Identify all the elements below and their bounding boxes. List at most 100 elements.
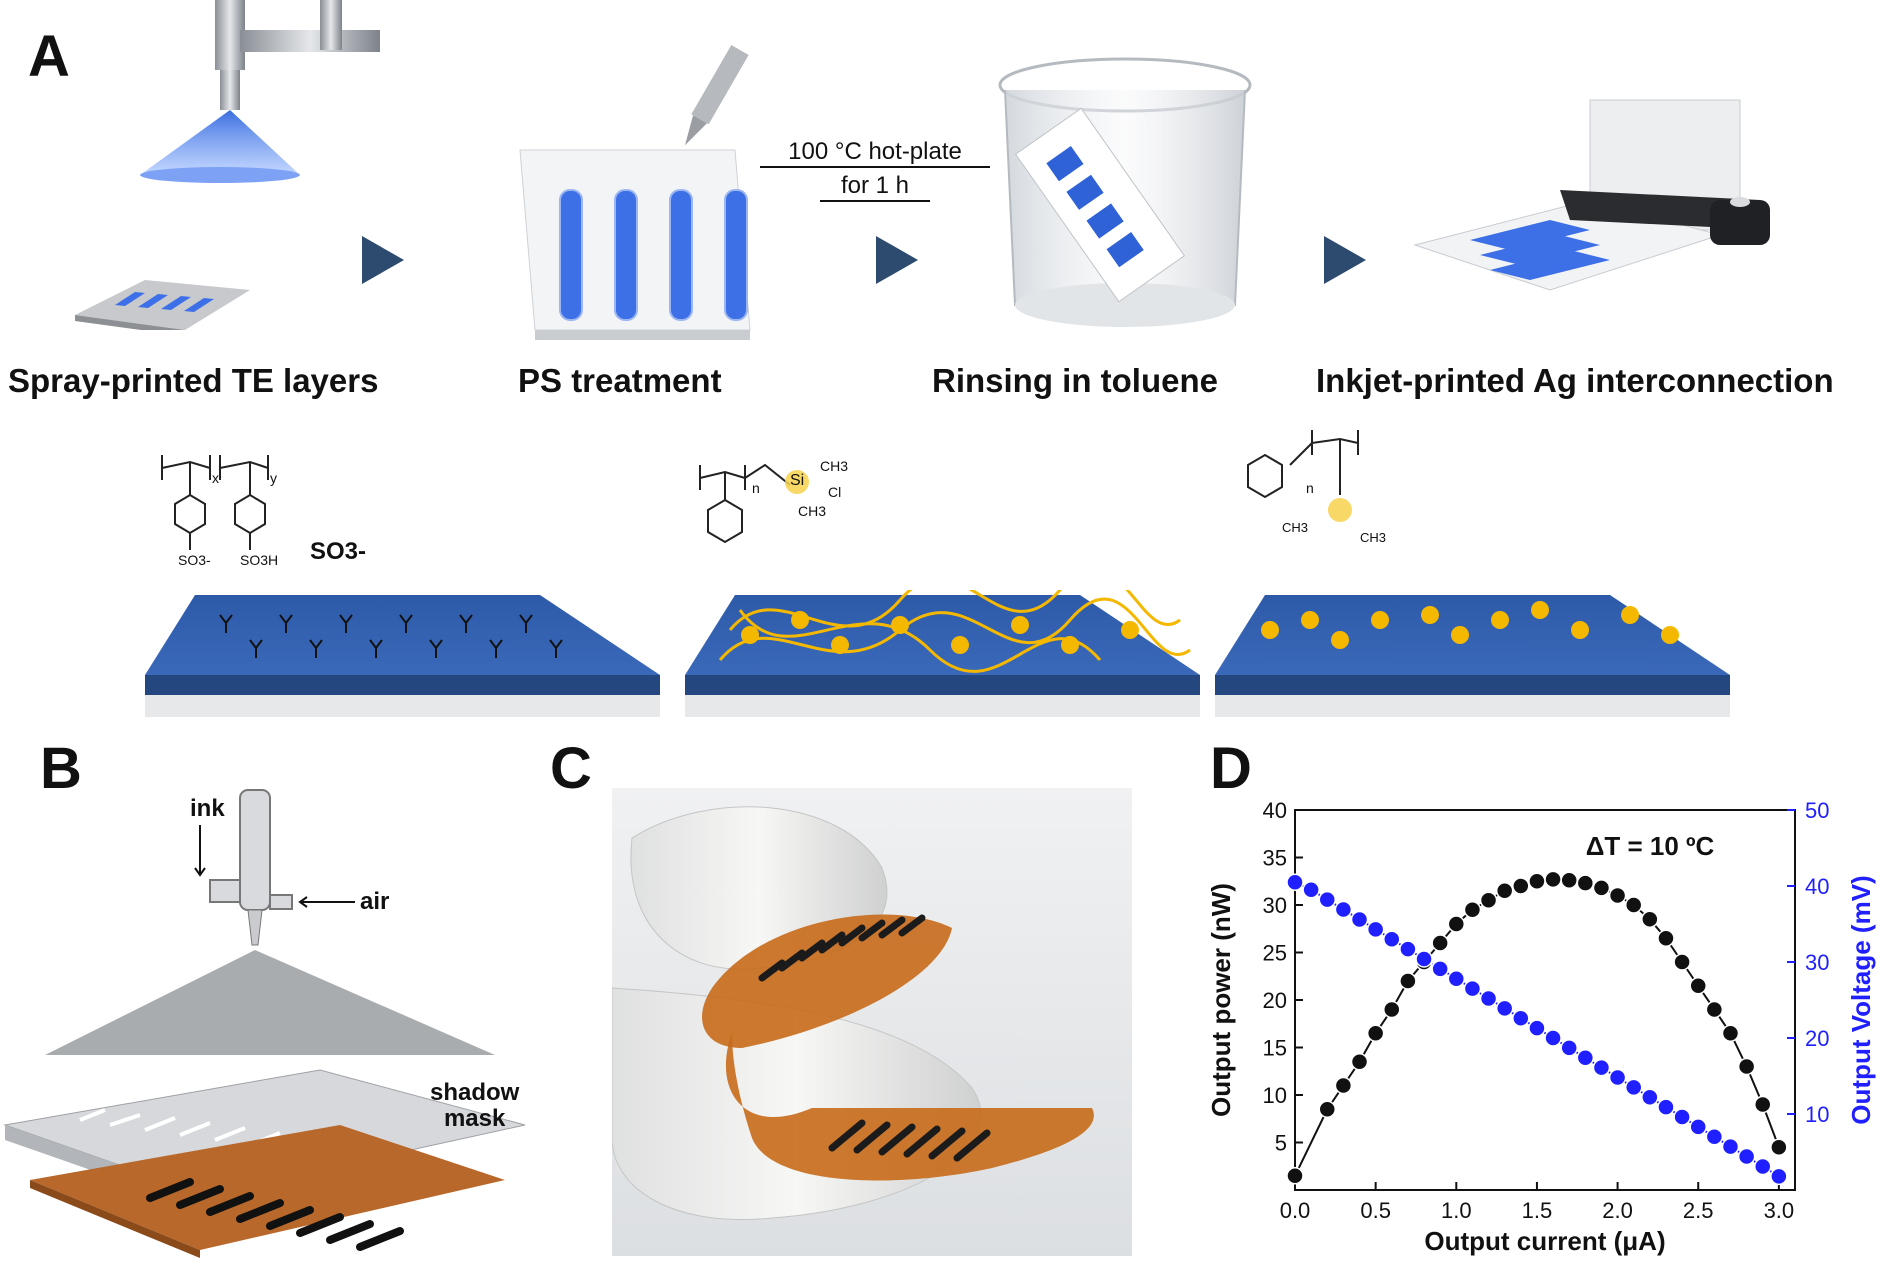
series-0-point	[1721, 1024, 1740, 1042]
toluene-beaker-illustration	[998, 57, 1252, 327]
series-1-point	[1544, 1029, 1562, 1047]
air-label: air	[360, 888, 390, 915]
series-1-point	[1608, 1068, 1627, 1087]
hot-plate-duration: for 1 h	[820, 172, 930, 202]
inkjet-printer-illustration	[1413, 99, 1770, 291]
series-0-point	[1334, 1076, 1353, 1095]
condition-line-2: for 1 h	[820, 172, 930, 202]
x-tick-label: 2.0	[1602, 1198, 1633, 1223]
ps-subscript-n: n	[752, 480, 760, 496]
hot-plate-condition: 100 °C hot-plate	[760, 138, 990, 168]
x-tick-label: 1.0	[1441, 1198, 1472, 1223]
flexible-device-photo	[612, 788, 1132, 1256]
rs-ch3-left: CH3	[1282, 520, 1309, 535]
grafted-structure	[1247, 430, 1359, 522]
series-0-point	[1657, 929, 1675, 947]
x-tick-label: 3.0	[1764, 1198, 1795, 1223]
series-0-point	[1592, 879, 1611, 897]
series-1-point	[1318, 890, 1337, 909]
ps-si-label: Si	[790, 472, 805, 489]
series-1-point	[1431, 960, 1449, 978]
series-1-point	[1302, 881, 1320, 899]
series-0-point	[1624, 896, 1643, 914]
ps-treatment-illustration	[519, 45, 751, 340]
y-left-tick-label: 5	[1275, 1131, 1287, 1156]
ps-ch3-bottom: CH3	[798, 503, 827, 519]
y-right-tick-label: 50	[1805, 798, 1829, 823]
series-0-point	[1544, 870, 1562, 889]
y-left-tick-label: 15	[1263, 1036, 1287, 1061]
series-1-point	[1463, 979, 1482, 998]
series-1-point	[1737, 1147, 1756, 1166]
panel-label-c: C	[550, 736, 592, 801]
series-0-point	[1383, 1000, 1401, 1019]
x-tick-label: 2.5	[1683, 1198, 1714, 1223]
process-arrow-2	[876, 236, 918, 284]
y-left-tick-label: 40	[1263, 798, 1287, 823]
step-label-rinse: Rinsing in toluene	[932, 362, 1218, 399]
step-label-spray: Spray-printed TE layers	[8, 362, 379, 399]
y-left-tick-label: 35	[1263, 846, 1287, 871]
series-1-point	[1512, 1009, 1530, 1027]
series-1-point	[1334, 900, 1353, 919]
pss-so3h-label: SO3H	[240, 552, 279, 568]
series-1-point	[1528, 1019, 1546, 1037]
process-arrow-3	[1324, 236, 1366, 284]
series-1-point	[1495, 999, 1514, 1018]
pss-structure	[161, 455, 269, 550]
series-1-point	[1705, 1128, 1724, 1146]
series-1-point	[1641, 1088, 1659, 1107]
y-right-axis-label: Output Voltage (mV)	[1846, 875, 1876, 1124]
series-1-point	[1576, 1049, 1595, 1067]
series-0-point	[1770, 1138, 1788, 1156]
series-0-point	[1753, 1095, 1772, 1114]
series-1-point	[1479, 989, 1498, 1008]
panel-label-b: B	[40, 736, 82, 801]
series-0-point	[1737, 1057, 1756, 1076]
series-1-point	[1721, 1137, 1740, 1156]
series-0-point	[1479, 891, 1498, 909]
x-tick-label: 0.5	[1360, 1198, 1391, 1223]
condition-line-1: 100 °C hot-plate	[760, 138, 990, 168]
series-0-point	[1673, 953, 1691, 971]
series-0-point	[1641, 910, 1659, 928]
series-1-point	[1366, 920, 1385, 939]
spray-printing-illustration	[75, 0, 380, 330]
y-left-axis-label: Output power (nW)	[1206, 883, 1236, 1117]
y-left-tick-label: 25	[1263, 941, 1287, 966]
series-1-point	[1383, 930, 1401, 948]
delta-t-annotation: ΔT = 10 ºC	[1586, 831, 1715, 861]
series-0-point	[1463, 901, 1482, 919]
y-right-tick-label: 30	[1805, 950, 1829, 975]
series-1-point	[1592, 1058, 1611, 1077]
series-0-point	[1399, 972, 1417, 990]
series-1-point	[1560, 1039, 1578, 1057]
pss-subscript-x: x	[212, 470, 219, 486]
y-right-tick-label: 10	[1805, 1102, 1829, 1127]
process-arrow-1	[362, 236, 404, 284]
series-1-point	[1657, 1098, 1675, 1116]
series-0-point	[1528, 872, 1546, 890]
panel-label-a: A	[28, 24, 70, 89]
series-1-point	[1415, 950, 1433, 968]
y-right-tick-label: 20	[1805, 1026, 1829, 1051]
substrate-slabs	[145, 590, 1730, 717]
pss-so3-label: SO3-	[178, 552, 211, 568]
y-left-tick-label: 30	[1263, 893, 1287, 918]
ps-silane-structure	[699, 463, 809, 544]
series-1-point	[1399, 940, 1417, 958]
ink-label: ink	[190, 795, 225, 822]
series-1-point	[1689, 1118, 1707, 1136]
ps-ch3-top: CH3	[820, 458, 849, 474]
series-0-point	[1689, 977, 1707, 995]
step-label-inkjet: Inkjet-printed Ag interconnection	[1316, 362, 1834, 399]
spray-mask-illustration	[3, 789, 526, 1258]
series-0-point	[1576, 874, 1595, 892]
series-1-point	[1447, 969, 1466, 988]
series-0-point	[1705, 1000, 1724, 1019]
step-label-ps: PS treatment	[518, 362, 722, 399]
series-1-point	[1753, 1157, 1772, 1176]
panel-label-d: D	[1210, 736, 1252, 801]
